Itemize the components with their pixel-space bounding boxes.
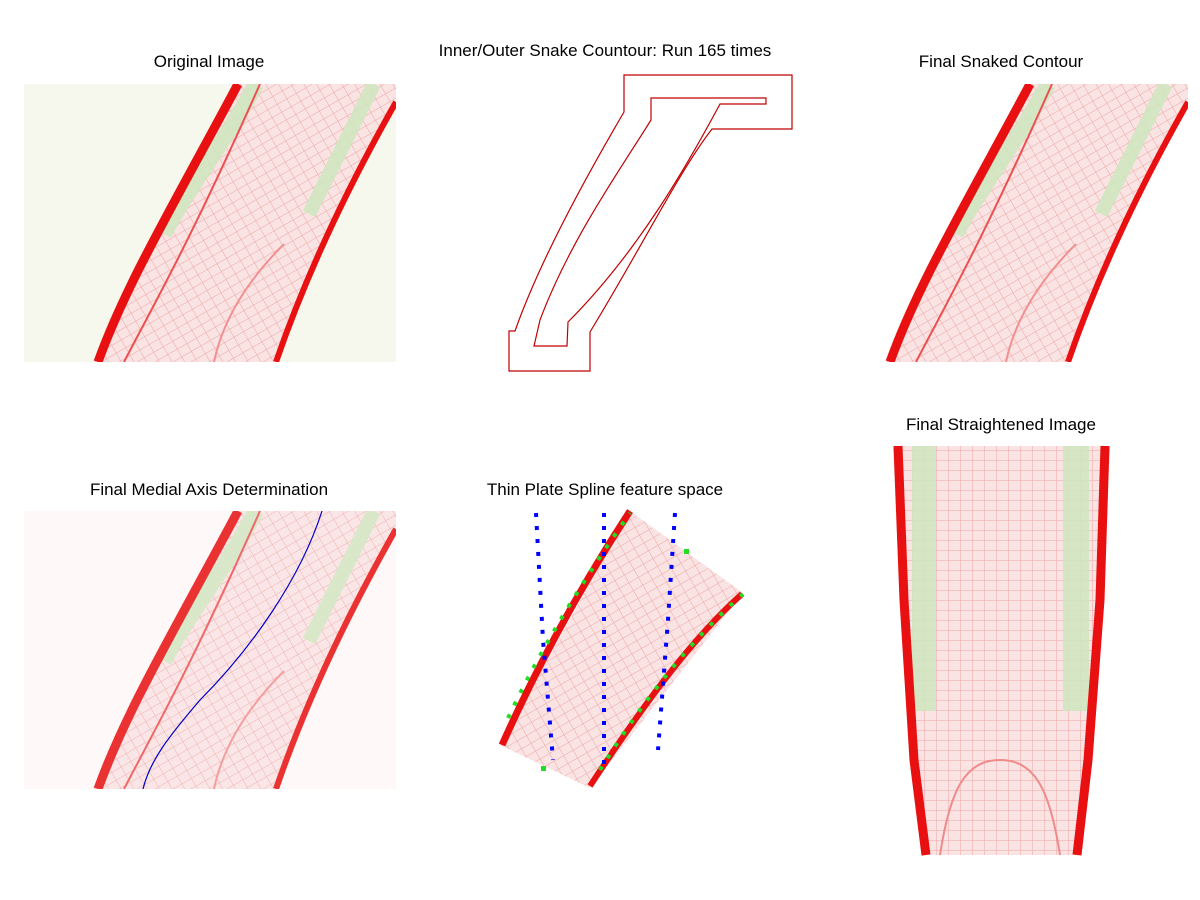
straightened-left-edge	[893, 445, 931, 856]
title-medial-axis: Final Medial Axis Determination	[90, 480, 328, 499]
title-original-image: Original Image	[154, 52, 265, 71]
panel-snake-contour: Inner/Outer Snake Countour: Run 165 time…	[439, 41, 793, 372]
original-root-image	[24, 84, 396, 362]
title-tps-feature-space: Thin Plate Spline feature space	[487, 480, 723, 499]
title-straightened-image: Final Straightened Image	[906, 415, 1096, 434]
blue-feature-points-left	[534, 512, 555, 761]
blue-feature-points-right	[656, 512, 677, 751]
snaked-root-image	[886, 84, 1188, 362]
green-feature-points-right	[598, 592, 745, 772]
green-cell-file-right	[1063, 446, 1089, 711]
panel-final-snaked-contour: Final Snaked Contour	[886, 52, 1188, 362]
green-feature-point	[541, 766, 546, 771]
root-cap-outline	[939, 758, 1061, 856]
straightened-right-edge	[1072, 445, 1110, 856]
title-snake-contour: Inner/Outer Snake Countour: Run 165 time…	[439, 41, 772, 60]
outer-snake-contour	[508, 74, 793, 372]
panel-tps-feature-space: Thin Plate Spline feature space	[487, 480, 745, 788]
green-cell-file-left	[912, 446, 936, 711]
panel-original-image: Original Image	[24, 52, 396, 362]
title-final-snaked-contour: Final Snaked Contour	[919, 52, 1084, 71]
panel-medial-axis: Final Medial Axis Determination	[24, 480, 396, 790]
inner-snake-contour	[533, 97, 767, 347]
straightened-root-image	[893, 446, 1110, 855]
medial-axis-root-image	[24, 511, 396, 789]
tps-rotated-image	[500, 511, 743, 788]
panel-straightened-image: Final Straightened Image	[893, 415, 1110, 856]
tps-left-edge	[498, 509, 633, 747]
medial-axis-line	[142, 510, 323, 790]
green-feature-point	[684, 549, 689, 554]
green-feature-points-left	[506, 511, 632, 719]
